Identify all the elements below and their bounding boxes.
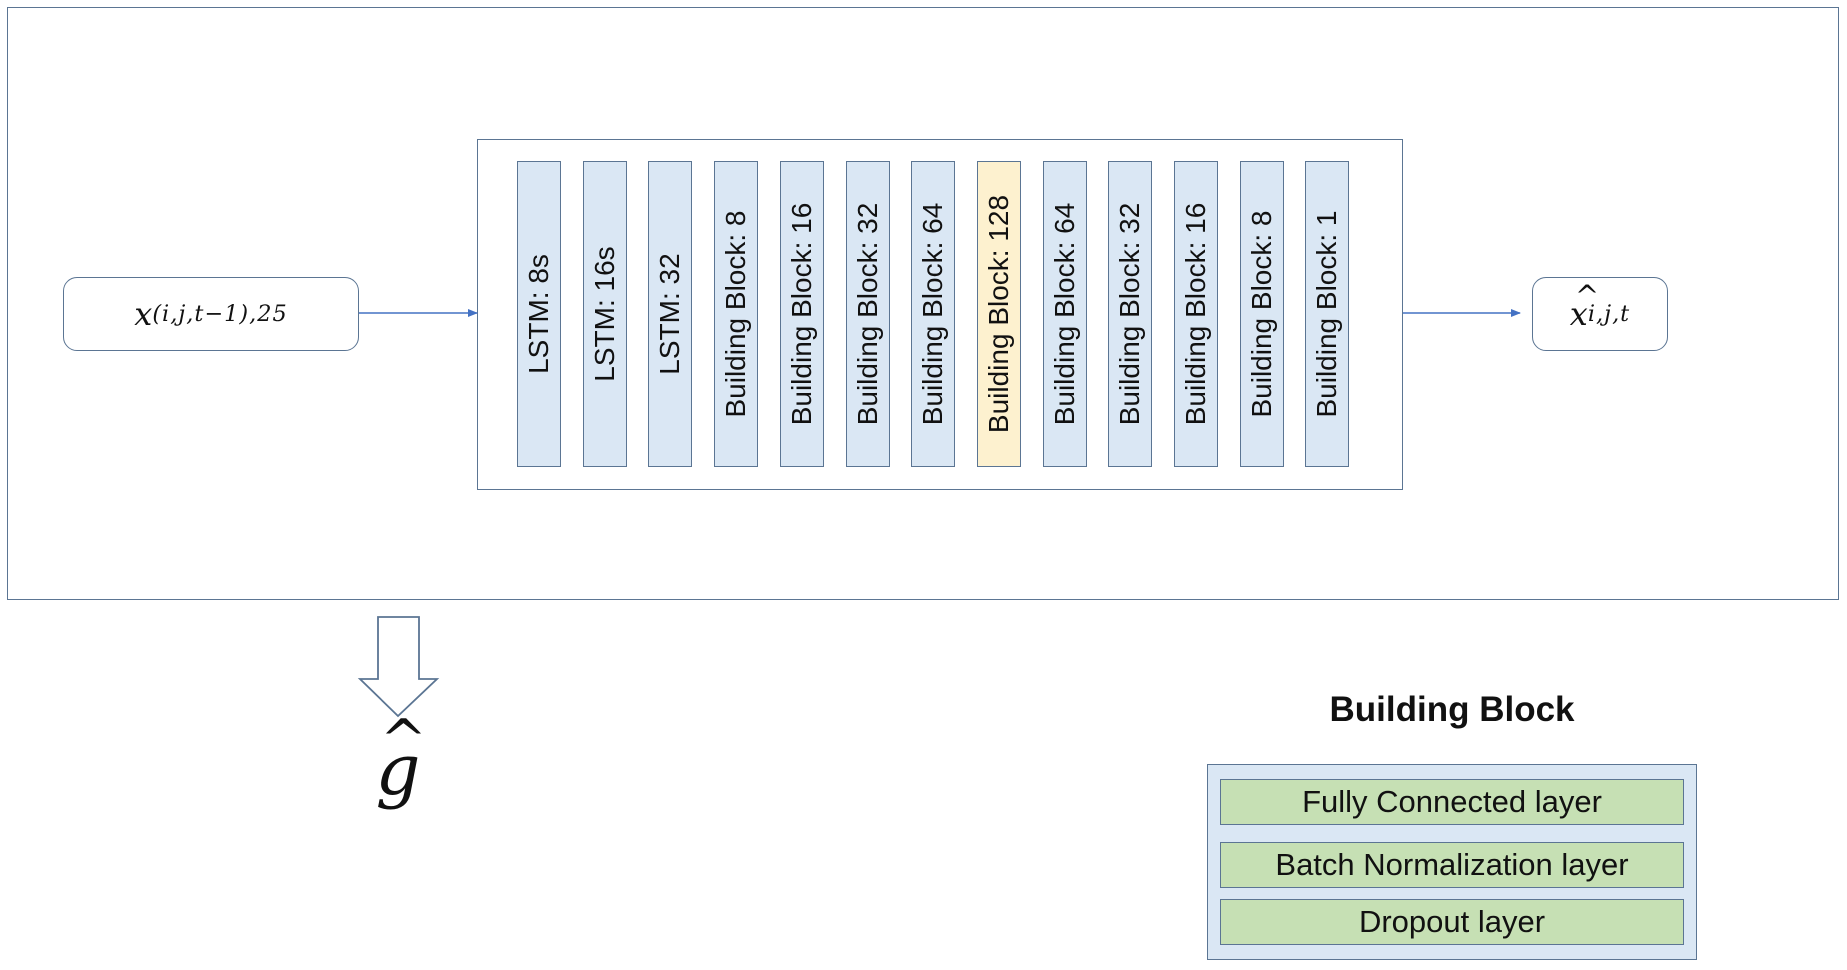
layer-block-7: Building Block: 64 [911,161,956,467]
layer-block-11: Building Block: 16 [1174,161,1218,467]
layer-block-6: Building Block: 32 [845,161,890,467]
g-hat-symbol: g [368,713,428,835]
legend-item-batch-normalization: Batch Normalization layer [1220,842,1684,888]
input-symbol: x [134,295,153,333]
layer-block-13: Building Block: 1 [1305,161,1350,467]
layer-block-2: LSTM: 16s [582,161,627,467]
layer-block-4: Building Block: 8 [714,161,759,467]
legend-item-fully-connected: Fully Connected layer [1220,779,1684,825]
down-block-arrow [357,616,440,718]
layer-block-12: Building Block: 8 [1239,161,1284,467]
layer-block-1: LSTM: 8s [517,161,561,467]
layer-block-10: Building Block: 32 [1108,161,1153,467]
layer-block-9: Building Block: 64 [1042,161,1087,467]
input-subscript: (i,j,t−1),25 [152,301,288,327]
legend-title: Building Block [1329,690,1575,729]
layer-block-5: Building Block: 16 [779,161,824,467]
model-frame [7,7,1839,600]
layer-block-3: LSTM: 32 [648,161,693,467]
output-node: xi,j,t [1532,277,1668,351]
input-node: x(i,j,t−1),25 [63,277,359,351]
legend-item-dropout: Dropout layer [1220,899,1684,945]
layer-block-8: Building Block: 128 [976,161,1021,467]
building-block-legend: Fully Connected layer Batch Normalizatio… [1207,764,1697,960]
output-symbol: x [1570,279,1599,333]
